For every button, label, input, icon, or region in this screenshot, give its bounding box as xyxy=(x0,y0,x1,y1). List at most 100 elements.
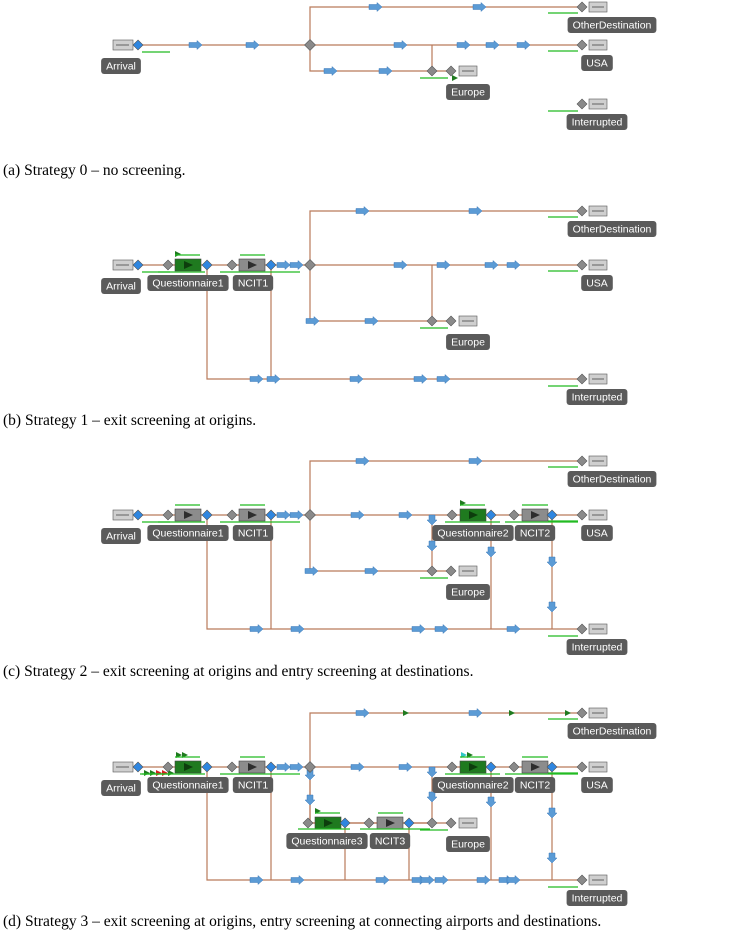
questionnaire2-label: Questionnaire2 xyxy=(437,780,508,792)
play-icon xyxy=(324,819,333,827)
europe-label: Europe xyxy=(451,839,485,851)
arrow-right-icon xyxy=(485,796,497,808)
play-icon xyxy=(386,819,395,827)
usa-label: USA xyxy=(586,780,608,792)
other-destination-label-box xyxy=(567,221,657,237)
europe-connector-icon xyxy=(445,817,457,829)
ncit1-input-icon xyxy=(226,259,238,271)
europe-decision-icon xyxy=(426,315,438,327)
arrow-right-icon xyxy=(546,601,558,613)
interrupted-label: Interrupted xyxy=(572,392,623,404)
route-decision-icon xyxy=(304,39,316,51)
arrow-right-icon xyxy=(349,373,364,385)
ncit3-label-box xyxy=(369,833,411,849)
arrow-right-icon xyxy=(546,807,558,819)
arrow-right-icon xyxy=(249,874,264,886)
arrival-label: Arrival xyxy=(106,281,136,293)
connector-port-icon xyxy=(265,761,277,773)
arrow-right-icon xyxy=(355,455,370,467)
arrow-right-icon xyxy=(516,39,531,51)
connector-line xyxy=(309,767,432,824)
other-destination-label: OtherDestination xyxy=(573,474,652,486)
arrow-right-icon xyxy=(368,1,383,13)
ncit2-input-icon xyxy=(508,509,520,521)
arrow-right-icon xyxy=(289,761,304,773)
play-icon xyxy=(248,763,257,771)
arrival-label-box xyxy=(101,58,141,74)
connector-port-icon xyxy=(201,761,213,773)
ncit3-input-icon xyxy=(363,817,375,829)
questionnaire3-label-box xyxy=(286,833,368,849)
questionnaire1-input-icon xyxy=(162,259,174,271)
connector-port-icon xyxy=(132,509,144,521)
route-decision-icon xyxy=(304,761,316,773)
arrow-right-icon xyxy=(375,874,390,886)
questionnaire1-label: Questionnaire1 xyxy=(152,528,223,540)
arrow-right-icon xyxy=(393,259,408,271)
arrow-right-icon xyxy=(266,373,281,385)
other-destination-label: OtherDestination xyxy=(573,726,652,738)
arrow-right-icon xyxy=(364,565,379,577)
connector-port-icon xyxy=(265,259,277,271)
ncit1-label-box xyxy=(232,275,274,291)
europe-connector-icon xyxy=(445,315,457,327)
connector-line xyxy=(206,515,582,630)
usa-decision-icon xyxy=(576,39,588,51)
ncit1-label: NCIT1 xyxy=(238,528,268,540)
arrow-right-icon xyxy=(323,65,338,77)
play-icon xyxy=(184,261,193,269)
europe-decision-icon xyxy=(426,65,438,77)
connector-port-icon xyxy=(132,259,144,271)
play-icon xyxy=(469,763,478,771)
other-destination-decision-icon xyxy=(576,707,588,719)
connector-line xyxy=(309,6,582,45)
europe-label-box xyxy=(446,836,490,852)
caption-strategy-2: (c) Strategy 2 – exit screening at origi… xyxy=(3,663,474,680)
usa-label: USA xyxy=(586,58,608,70)
arrival-label-box xyxy=(101,528,141,544)
arrival-label-box xyxy=(101,780,141,796)
arrow-right-icon xyxy=(456,39,471,51)
arrow-right-icon xyxy=(398,761,413,773)
entity-marker-icon xyxy=(565,710,571,716)
questionnaire2-input-icon xyxy=(446,509,458,521)
europe-label-box xyxy=(446,334,490,350)
play-icon xyxy=(248,511,257,519)
entity-marker-icon xyxy=(156,770,162,776)
arrow-right-icon xyxy=(506,874,521,886)
ncit2-label: NCIT2 xyxy=(520,528,550,540)
play-icon xyxy=(531,511,540,519)
interrupted-label-box xyxy=(566,114,628,130)
usa-decision-icon xyxy=(576,259,588,271)
arrow-right-icon xyxy=(188,39,203,51)
arrow-right-icon xyxy=(350,761,365,773)
arrow-right-icon xyxy=(289,259,304,271)
europe-label-box xyxy=(446,84,490,100)
ncit2-label-box xyxy=(514,525,556,541)
arrow-right-icon xyxy=(364,315,379,327)
usa-label: USA xyxy=(586,278,608,290)
connector-line xyxy=(309,265,432,322)
arrow-right-icon xyxy=(290,623,305,635)
ncit2-label-box xyxy=(514,777,556,793)
arrow-right-icon xyxy=(434,623,449,635)
arrival-label: Arrival xyxy=(106,783,136,795)
arrow-right-icon xyxy=(276,761,291,773)
europe-decision-icon xyxy=(426,817,438,829)
interrupted-decision-icon xyxy=(576,98,588,110)
questionnaire1-label-box xyxy=(147,777,229,793)
arrival-label: Arrival xyxy=(106,531,136,543)
arrival-label-box xyxy=(101,278,141,294)
entity-marker-icon xyxy=(452,75,458,81)
arrow-right-icon xyxy=(355,205,370,217)
interrupted-label: Interrupted xyxy=(572,117,623,129)
arrow-right-icon xyxy=(289,509,304,521)
other-destination-label-box xyxy=(567,17,657,33)
questionnaire2-label-box xyxy=(432,525,514,541)
arrow-right-icon xyxy=(413,373,428,385)
arrow-right-icon xyxy=(426,766,438,778)
usa-decision-icon xyxy=(576,761,588,773)
other-destination-decision-icon xyxy=(576,205,588,217)
ncit2-input-icon xyxy=(508,761,520,773)
